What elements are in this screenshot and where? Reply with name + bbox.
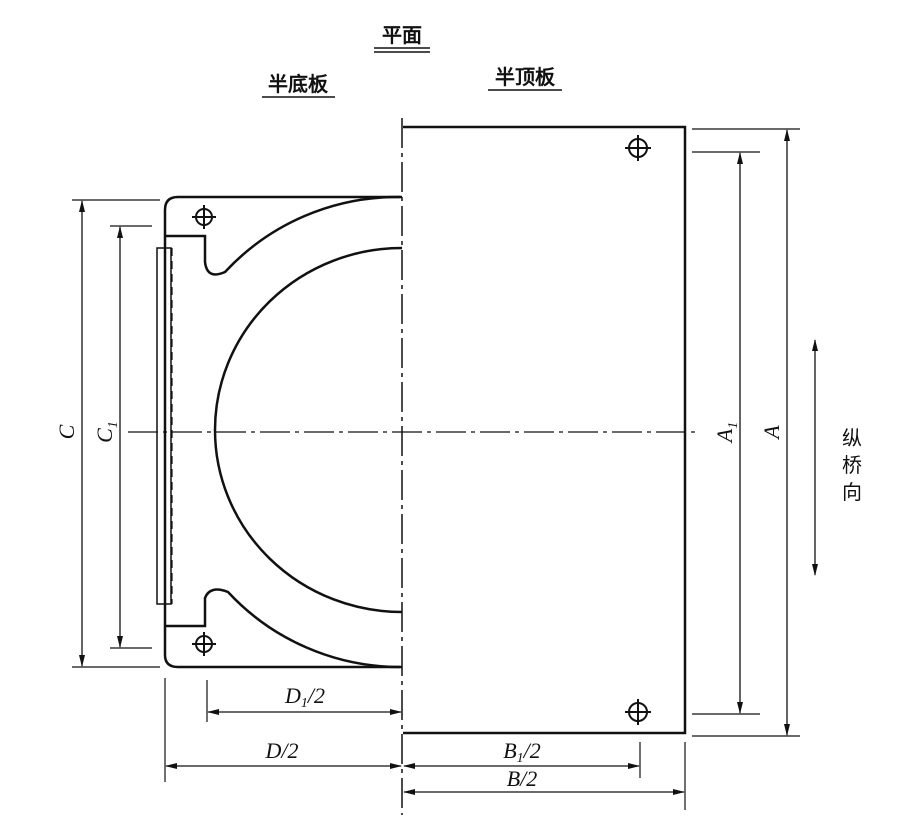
direction-char: 桥 — [842, 453, 862, 477]
label-B1-half: B1/2 — [503, 738, 541, 766]
half-bottom-plate-label: 半底板 — [268, 72, 329, 96]
inner-arc — [213, 246, 403, 614]
direction-char: 纵 — [842, 426, 862, 450]
bolt-hole-icon — [625, 135, 651, 161]
label-A: A — [759, 425, 784, 441]
plan-title: 平面 — [382, 23, 422, 47]
bolt-hole-icon — [192, 205, 216, 229]
bolt-hole-icon — [625, 699, 651, 725]
label-B-half: B/2 — [507, 766, 538, 791]
bottom-notch — [165, 588, 401, 669]
label-D-half: D/2 — [264, 738, 298, 763]
half-top-plate — [403, 125, 687, 735]
top-notch — [165, 195, 401, 276]
label-A1: A1 — [712, 422, 741, 444]
bolt-hole-icon — [192, 632, 216, 656]
label-D1-half: D1/2 — [284, 683, 325, 711]
direction-char: 向 — [842, 480, 862, 504]
extension-lines — [72, 128, 800, 810]
label-C1: C1 — [92, 421, 121, 443]
label-C: C — [54, 424, 79, 439]
side-strip — [156, 247, 172, 605]
half-top-plate-label: 半顶板 — [495, 65, 556, 89]
